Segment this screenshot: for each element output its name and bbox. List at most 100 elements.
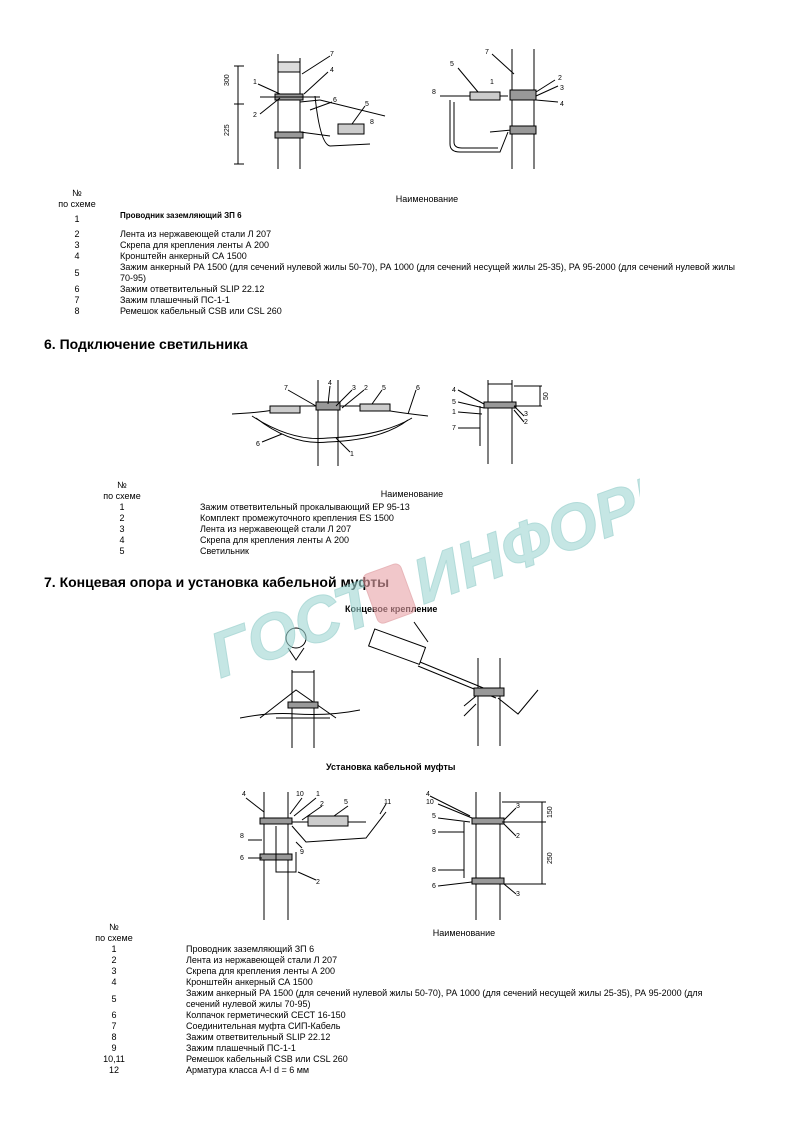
caption-end-mount: Концевое крепление <box>345 604 438 614</box>
row-num: 1 <box>74 214 80 224</box>
row-num: 12 <box>108 1065 119 1075</box>
row-name: Арматура класса А-I d = 6 мм <box>186 1065 310 1075</box>
label-8: 8 <box>240 833 244 840</box>
label-6-bottom: 6 <box>256 441 260 448</box>
row-num: 8 <box>74 306 80 316</box>
label-3: 3 <box>560 85 564 92</box>
label-1: 1 <box>490 79 494 86</box>
row-name: Ремешок кабельный CSB или CSL 260 <box>186 1054 348 1064</box>
header-name: Наименование <box>380 489 444 499</box>
row-num: 9 <box>111 1043 117 1053</box>
caption-cable-coupling: Установка кабельной муфты <box>326 762 456 772</box>
label-2: 2 <box>524 419 528 426</box>
label-9: 9 <box>432 829 436 836</box>
row-num: 7 <box>111 1021 117 1031</box>
row-name: Светильник <box>200 546 249 556</box>
section-7-title: 7. Концевая опора и установка кабельной … <box>44 574 390 590</box>
label-5: 5 <box>452 399 456 406</box>
label-8: 8 <box>432 89 436 96</box>
row-name: Комплект промежуточного крепления ES 150… <box>200 513 394 523</box>
label-2: 2 <box>364 385 368 392</box>
label-2: 2 <box>253 112 257 119</box>
figure-cable-coupling-right: 4 10 5 9 8 6 3 2 3 150 250 <box>416 782 556 922</box>
dim-50: 50 <box>543 392 550 400</box>
dim-150: 150 <box>547 806 554 818</box>
row-name: Проводник заземляющий ЗП 6 <box>120 211 242 220</box>
figure-end-mount-left <box>240 620 360 750</box>
row-name: Кронштейн анкерный СА 1500 <box>120 251 247 261</box>
row-num: 6 <box>74 284 80 294</box>
figure-lamp-connection-right: 4 5 1 7 3 2 50 <box>444 376 554 466</box>
row-name: Кронштейн анкерный СА 1500 <box>186 977 313 987</box>
label-5: 5 <box>365 101 369 108</box>
label-1: 1 <box>316 791 320 798</box>
row-name: Зажим анкерный РА 1500 (для сечений нуле… <box>186 988 703 1009</box>
row-name: Зажим ответвительный прокалывающий ЕР 95… <box>200 502 410 512</box>
figure-anchor-grounding-right: 7 5 8 1 2 3 4 <box>430 44 580 174</box>
parts-table-1: № по схеме Наименование 1 Проводник зазе… <box>48 188 748 317</box>
label-6: 6 <box>416 385 420 392</box>
row-name: Скрепа для крепления ленты А 200 <box>200 535 349 545</box>
header-name: Наименование <box>395 194 459 204</box>
dim-250: 250 <box>547 852 554 864</box>
row-num: 2 <box>119 513 125 523</box>
label-7: 7 <box>452 425 456 432</box>
label-4: 4 <box>330 67 334 74</box>
row-name: Ремешок кабельный CSB или CSL 260 <box>120 306 282 316</box>
label-2-bottom: 2 <box>316 879 320 886</box>
label-2: 2 <box>320 801 324 808</box>
row-name: Зажим плашечный ПС-1-1 <box>120 295 230 305</box>
label-3: 3 <box>524 411 528 418</box>
label-5: 5 <box>344 799 348 806</box>
label-4: 4 <box>328 380 332 387</box>
label-1: 1 <box>253 79 257 86</box>
label-11: 11 <box>384 799 391 806</box>
figure-cable-coupling-left: 4 10 1 2 5 11 8 6 9 2 <box>236 782 396 922</box>
label-4: 4 <box>426 791 430 798</box>
label-10: 10 <box>426 799 434 806</box>
row-num: 2 <box>111 955 117 965</box>
label-6: 6 <box>240 855 244 862</box>
dim-225: 225 <box>224 124 231 136</box>
row-num: 8 <box>111 1032 117 1042</box>
label-5: 5 <box>450 61 454 68</box>
label-5: 5 <box>432 813 436 820</box>
watermark-logo-icon <box>362 563 416 624</box>
label-4: 4 <box>560 101 564 108</box>
figure-end-mount-right <box>368 618 558 748</box>
figure-lamp-connection-left: 7 4 3 2 5 6 6 1 <box>232 376 432 468</box>
row-num: 1 <box>119 502 125 512</box>
header-num: № по схеме <box>95 922 133 943</box>
label-3: 3 <box>352 385 356 392</box>
row-name: Лента из нержавеющей стали Л 207 <box>200 524 352 534</box>
row-num: 4 <box>119 535 125 545</box>
row-name: Лента из нержавеющей стали Л 207 <box>120 229 272 239</box>
row-num: 10,11 <box>103 1054 125 1064</box>
header-num: № по схеме <box>58 188 96 209</box>
row-num: 6 <box>111 1010 117 1020</box>
label-1: 1 <box>350 451 354 458</box>
row-name: Зажим ответвительный SLIP 22.12 <box>120 284 265 294</box>
row-num: 4 <box>74 251 80 261</box>
label-4: 4 <box>242 791 246 798</box>
row-name: Колпачок герметический СЕСТ 16-150 <box>186 1010 346 1020</box>
figure-anchor-grounding-left: 300 225 1 2 7 4 6 5 8 <box>220 44 390 174</box>
label-8: 8 <box>370 119 374 126</box>
row-num: 3 <box>119 524 125 534</box>
row-name: Проводник заземляющий ЗП 6 <box>186 944 315 954</box>
header-name: Наименование <box>432 928 496 938</box>
row-name: Скрепа для крепления ленты А 200 <box>186 966 335 976</box>
label-7: 7 <box>330 51 334 58</box>
row-num: 5 <box>111 993 117 1004</box>
row-name: Зажим ответвительный SLIP 22.12 <box>186 1032 331 1042</box>
row-num: 7 <box>74 295 80 305</box>
label-6: 6 <box>432 883 436 890</box>
row-name: Лента из нержавеющей стали Л 207 <box>186 955 338 965</box>
row-name: Зажим плашечный ПС-1-1 <box>186 1043 296 1053</box>
label-2: 2 <box>558 75 562 82</box>
label-3: 3 <box>516 803 520 810</box>
row-num: 5 <box>119 546 125 556</box>
row-name: Зажим анкерный РА 1500 (для сечений нуле… <box>120 262 735 283</box>
label-2: 2 <box>516 833 520 840</box>
